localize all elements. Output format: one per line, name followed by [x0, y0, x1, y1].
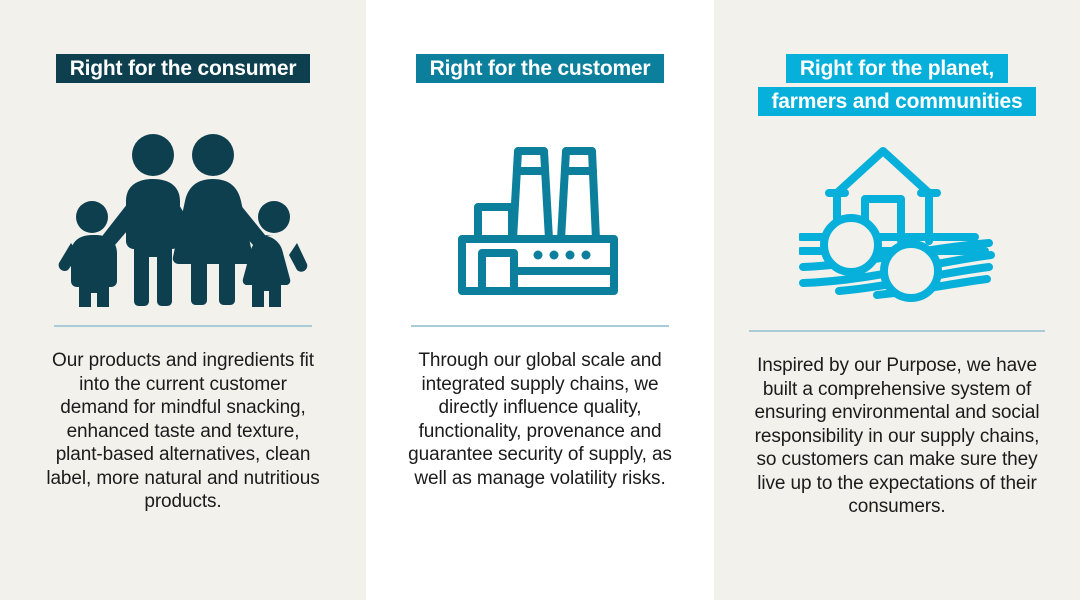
- divider-wrap-customer: [366, 325, 714, 327]
- factory-icon: [458, 147, 618, 295]
- heading-bar-consumer-line-1: Right for the consumer: [55, 54, 311, 83]
- heading-block-planet: Right for the planet, farmers and commun…: [757, 54, 1037, 116]
- divider-wrap-planet: [714, 330, 1080, 332]
- body-text-consumer: Our products and ingredients fit into th…: [46, 350, 320, 512]
- heading-bar-planet-line-1: Right for the planet,: [785, 54, 1009, 83]
- heading-bar-customer-line-1: Right for the customer: [415, 54, 665, 83]
- family-icon: [58, 134, 308, 307]
- divider-wrap-consumer: [0, 325, 366, 327]
- farm-wheel-left-icon: [820, 214, 882, 276]
- pillar-column-customer: Right for the customer: [366, 0, 714, 600]
- icon-slot-consumer: [0, 119, 366, 319]
- heading-block-consumer: Right for the consumer: [55, 54, 311, 83]
- icon-slot-customer: [366, 119, 714, 319]
- heading-block-customer: Right for the customer: [415, 54, 665, 83]
- body-text-planet: Inspired by our Purpose, we have built a…: [754, 355, 1040, 517]
- farm-icon: [799, 147, 995, 302]
- pillar-column-planet: Right for the planet, farmers and commun…: [714, 0, 1080, 600]
- heading-bar-planet-line-2: farmers and communities: [757, 87, 1037, 116]
- farm-wheel-right-icon: [880, 240, 942, 302]
- icon-slot-planet: [714, 124, 1080, 324]
- section-divider-customer: [411, 325, 669, 327]
- body-text-customer: Through our global scale and integrated …: [408, 350, 672, 489]
- section-divider-consumer: [54, 325, 312, 327]
- section-divider-planet: [749, 330, 1045, 332]
- pillar-column-consumer: Right for the consumer: [0, 0, 366, 600]
